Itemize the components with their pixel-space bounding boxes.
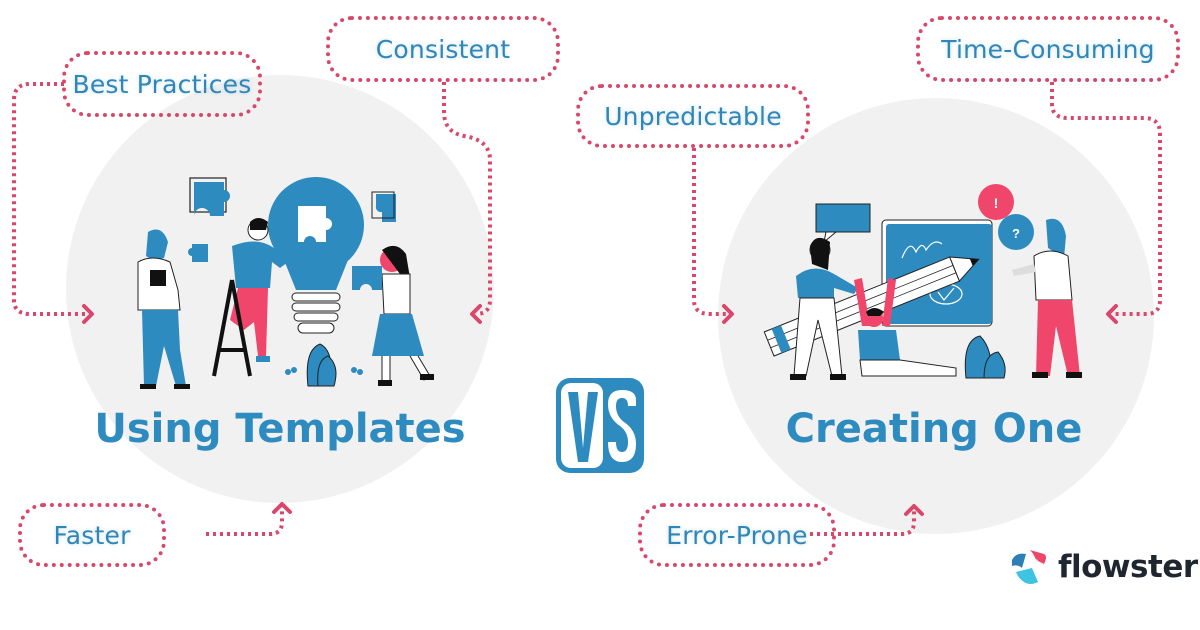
tag-unpredictable: Unpredictable (576, 84, 810, 148)
tag-label: Unpredictable (604, 101, 782, 131)
question-icon: ? (1012, 226, 1020, 241)
exclamation-icon: ! (994, 195, 999, 211)
arrow-icon (272, 502, 292, 514)
connector-time-consuming (1050, 82, 1162, 316)
teamwork-lightbulb-illustration (137, 177, 434, 389)
connector-error-prone (810, 508, 916, 536)
tag-consistent: Consistent (326, 16, 560, 82)
tag-label: Consistent (375, 34, 511, 64)
tag-label: Best Practices (72, 69, 252, 99)
connector-unpredictable (692, 148, 728, 316)
tag-faster: Faster (18, 503, 166, 567)
tag-label: Error-Prone (666, 520, 808, 550)
left-background-circle (66, 75, 494, 503)
tag-label: Faster (53, 520, 131, 550)
arrow-icon (904, 504, 924, 516)
creating-pencil-board-illustration: ! ? (763, 184, 1082, 380)
tag-best-practices: Best Practices (62, 51, 262, 117)
tag-time-consuming: Time-Consuming (916, 16, 1180, 82)
connector-best-practices (12, 82, 88, 316)
arrow-icon (1106, 304, 1118, 324)
flowster-logo-icon (1012, 550, 1046, 584)
arrow-icon (722, 304, 734, 324)
right-panel-title: Creating One (785, 406, 1083, 452)
tag-error-prone: Error-Prone (638, 503, 836, 567)
vs-icon (561, 383, 636, 468)
vs-badge: VS (556, 378, 644, 473)
left-panel-title: Using Templates (94, 406, 466, 452)
arrow-icon (470, 304, 482, 324)
arrow-icon (82, 304, 94, 324)
connector-faster (206, 506, 284, 536)
flowster-wordmark: flowster (1058, 549, 1198, 585)
connector-consistent (442, 82, 492, 316)
tag-label: Time-Consuming (941, 34, 1155, 64)
